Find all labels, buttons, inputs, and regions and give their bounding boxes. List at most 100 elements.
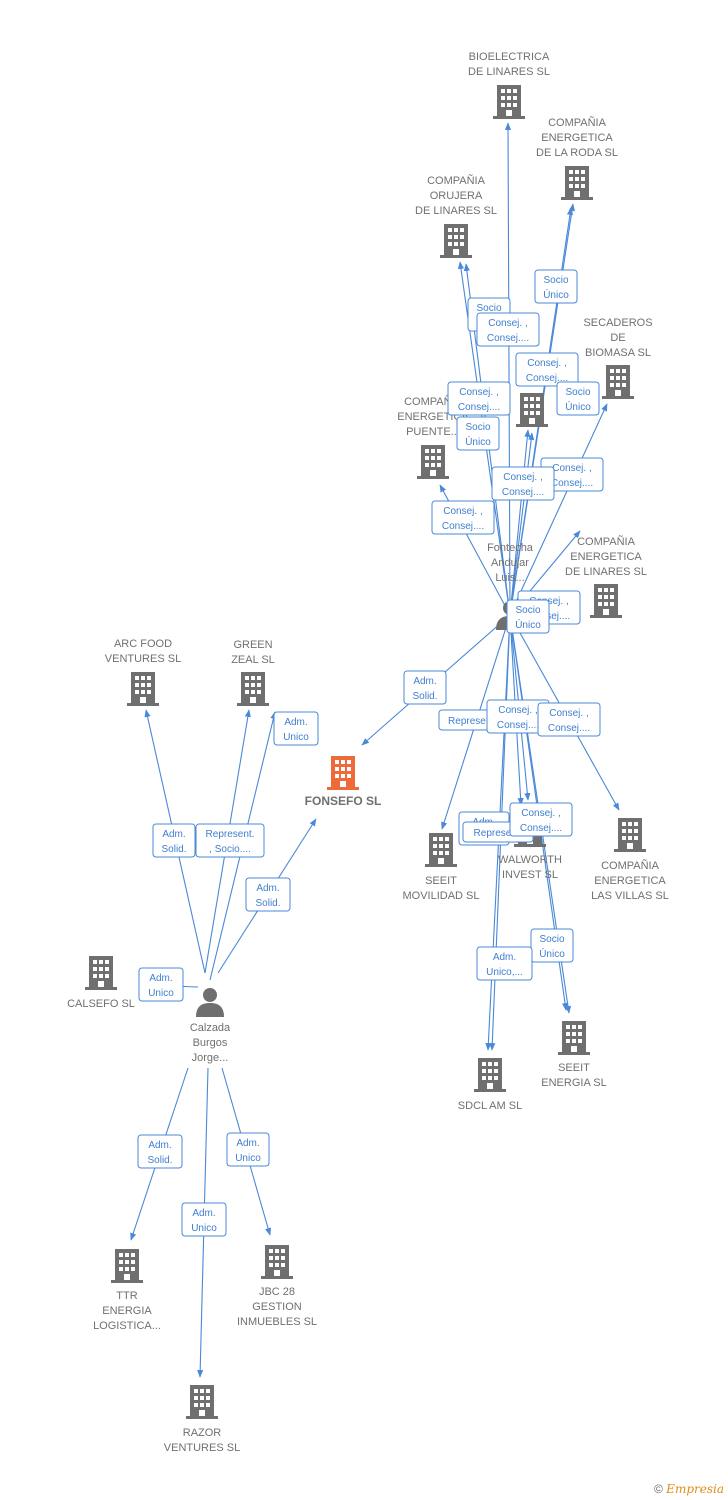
edge-label-text: Socio <box>543 275 568 286</box>
edge-label-l_adm_unico_razor[interactable]: Adm.Unico <box>181 1202 227 1237</box>
edge-label-l_consej_8[interactable]: Consej. ,Consej.... <box>486 699 550 734</box>
relation-edge <box>509 432 535 616</box>
edge-label-text: Socio <box>539 934 564 945</box>
edge-label-l_consej_3[interactable]: Consej. ,Consej.... <box>447 381 511 416</box>
node-label-line: Fontecha <box>487 542 534 554</box>
node-label-line: ORUJERA <box>430 190 483 202</box>
edge-label-l_adm_unico_calsefo[interactable]: Adm.Unico <box>138 967 184 1002</box>
edge-label-box <box>403 670 447 705</box>
edge-label-text: Consej. , <box>549 708 588 719</box>
edge-label-l_adm_ttr[interactable]: Adm.Solid. <box>137 1134 183 1169</box>
building-icon <box>417 445 449 479</box>
edge-labels-layer: SocioÚnicoSocioÚnicoConsej. ,Consej....C… <box>137 269 604 1237</box>
edge-label-l_adm_unico_sdcl[interactable]: Adm.Unico,... <box>476 946 533 981</box>
node-calzada[interactable]: CalzadaBurgosJorge... <box>190 988 231 1064</box>
edge-label-text: Adm. <box>493 952 516 963</box>
edge-label-l_adm_unico_jbc[interactable]: Adm.Unico <box>226 1132 270 1167</box>
node-label-line: Andujar <box>491 557 529 569</box>
edge-label-text: Socio <box>465 422 490 433</box>
node-label-line: COMPAÑIA <box>548 116 607 129</box>
edge-label-l_adm_fon[interactable]: Adm.Solid. <box>403 670 447 705</box>
edge-label-box <box>456 416 500 451</box>
building-icon <box>425 833 457 867</box>
relation-edge <box>509 429 531 616</box>
edge-label-l_consej_2[interactable]: Consej. ,Consej.... <box>515 352 579 387</box>
edge-label-box <box>476 312 540 347</box>
edge-label-l_consej_10[interactable]: Consej. ,Consej.... <box>509 802 573 837</box>
edge-label-text: Adm. <box>284 717 307 728</box>
edge-label-text: Solid. <box>161 844 186 855</box>
node-label-line: PUENTE... <box>406 426 460 438</box>
building-icon <box>561 166 593 200</box>
building-icon <box>474 1058 506 1092</box>
edge-label-l_represent_socio[interactable]: Represent., Socio.... <box>195 823 265 858</box>
edge-label-l_adm_fonsefo[interactable]: Adm.Solid. <box>245 877 291 912</box>
node-label-line: MOVILIDAD SL <box>402 890 479 902</box>
edge-label-l_adm_unico_green[interactable]: Adm.Unico <box>273 711 319 746</box>
node-label-line: INVEST SL <box>502 869 558 881</box>
building-icon <box>558 1021 590 1055</box>
relation-edge <box>509 403 608 616</box>
building-icon <box>327 756 359 790</box>
node-fonsefo[interactable]: FONSEFO SL <box>305 756 382 808</box>
node-ttr[interactable]: TTRENERGIALOGISTICA... <box>93 1249 161 1332</box>
edge-label-box <box>509 802 573 837</box>
building-icon <box>602 365 634 399</box>
edge-label-text: Único <box>565 400 591 413</box>
edge-label-l_consej_4[interactable]: Consej. ,Consej.... <box>540 457 604 492</box>
edge-label-text: Consej.... <box>487 333 529 344</box>
building-icon <box>85 956 117 990</box>
node-label-line: CALSEFO SL <box>67 998 135 1010</box>
edge-label-text: Adm. <box>192 1208 215 1219</box>
node-label-line: LOGISTICA... <box>93 1320 161 1332</box>
building-icon <box>440 224 472 258</box>
brand-initial: E <box>666 1482 675 1496</box>
edge-label-box <box>537 702 601 737</box>
edge-label-box <box>195 823 265 858</box>
node-label-line: ENERGIA SL <box>541 1077 606 1089</box>
node-label-line: JBC 28 <box>259 1286 295 1298</box>
node-sdcl[interactable]: SDCL AM SL <box>458 1058 522 1112</box>
edge-label-l_consej_9[interactable]: Consej. ,Consej.... <box>537 702 601 737</box>
node-fontecha[interactable]: FontechaAndujarLuis... <box>487 542 534 630</box>
edge-label-text: Represent. <box>448 716 497 727</box>
node-label-line: LAS VILLAS SL <box>591 890 669 902</box>
node-label-line: RAZOR <box>183 1427 222 1439</box>
edge-label-text: Consej.... <box>458 402 500 413</box>
edge-label-l_consej_6[interactable]: Consej. ,Consej.... <box>431 500 495 535</box>
edge-label-text: Unico <box>148 988 174 999</box>
edges-layer <box>130 122 620 1378</box>
node-label-line: Jorge... <box>192 1052 229 1064</box>
node-label-line: INMUEBLES SL <box>237 1316 317 1328</box>
edge-label-l_adm_arc[interactable]: Adm.Solid. <box>152 823 196 858</box>
node-label-line: Calzada <box>190 1022 231 1034</box>
edge-label-l_consej_1[interactable]: Consej. ,Consej.... <box>476 312 540 347</box>
node-calsefo[interactable]: CALSEFO SL <box>67 956 135 1010</box>
edge-label-l_consej_5[interactable]: Consej. ,Consej.... <box>491 466 555 501</box>
edge-label-text: Adm. <box>148 1140 171 1151</box>
empresia-brand[interactable]: © Empresia <box>654 1482 724 1496</box>
edge-label-box <box>515 352 579 387</box>
edge-label-text: Socio <box>515 605 540 616</box>
edge-label-text: Único <box>515 618 541 631</box>
edge-label-text: Consej.... <box>502 487 544 498</box>
